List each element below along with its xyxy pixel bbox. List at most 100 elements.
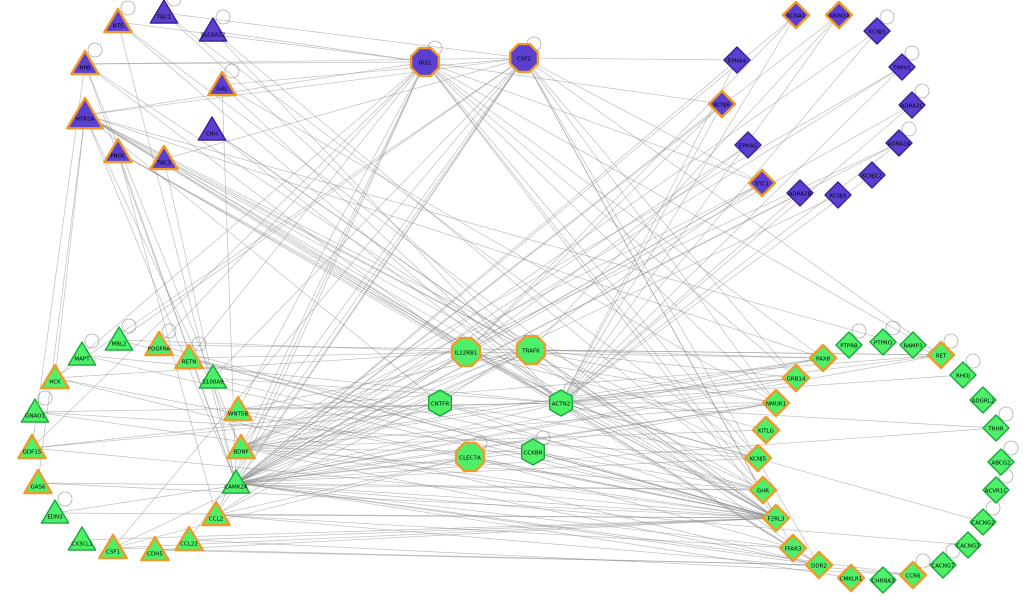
node-ABCG2[interactable]: ABCG2 (987, 448, 1015, 476)
diamond-shape-EPHA5 (734, 131, 762, 159)
node-PDGFRA[interactable]: PDGFRA (144, 330, 174, 357)
node-GNAO1[interactable]: GNAO1 (20, 398, 50, 423)
self-loop-RET (943, 333, 959, 349)
node-RET[interactable]: RET (926, 340, 956, 370)
node-MAPT[interactable]: MAPT (67, 341, 97, 366)
node-STC1[interactable]: STC1 (747, 168, 777, 198)
node-F2RL3[interactable]: F2RL3 (761, 503, 791, 533)
node-NTS[interactable]: NTS (103, 7, 133, 34)
edge-STC1-BDNF (240, 182, 763, 449)
edge-KCNJ6-CAMK2A (235, 103, 723, 484)
node-KCNJ9[interactable]: KCNJ9 (824, 181, 852, 209)
edge-CNTFR-BDNF (240, 402, 441, 449)
node-RAMP3[interactable]: RAMP3 (899, 331, 927, 359)
edge-IRS1-PAX8 (424, 61, 824, 359)
node-GAS6[interactable]: GAS6 (23, 468, 53, 495)
triangle-shape-MBL2 (104, 326, 134, 351)
edge-CAMK2A-FFAR3 (235, 482, 794, 549)
node-ADGRL2[interactable]: ADGRL2 (969, 386, 997, 414)
node-NPB[interactable]: NPB (70, 49, 100, 76)
node-TRAF6[interactable]: TRAF6 (515, 334, 547, 366)
self-loop-ABCG2 (1003, 440, 1019, 456)
node-GRIN2A[interactable]: GRIN2A (824, 0, 854, 30)
edge-TRPV1-BDNF (240, 66, 903, 449)
edge-RETN-GHR (188, 357, 764, 491)
node-CCL2[interactable]: CCL2 (201, 500, 231, 527)
node-PAX8[interactable]: PAX8 (808, 343, 838, 373)
node-ADRA2C[interactable]: ADRA2C (898, 91, 926, 119)
edge-CSF2-FFAR3 (523, 57, 794, 549)
node-ADRA2B[interactable]: ADRA2B (786, 179, 814, 207)
node-SLC6A12[interactable]: SLC6A12 (198, 17, 228, 42)
node-CLEC7A[interactable]: CLEC7A (454, 441, 486, 473)
edge-KCNA1-IL12RB1 (465, 14, 797, 353)
node-PTPRO[interactable]: PTPRO (869, 328, 897, 356)
self-loop-RETN (191, 336, 207, 352)
edge-CSF2-DDR2 (523, 57, 820, 566)
edge-IL12RB1-RETN (188, 351, 467, 359)
node-CRH[interactable]: CRH (197, 116, 227, 141)
node-EPHA5[interactable]: EPHA5 (734, 131, 762, 159)
edge-KCNJ6-IL12RB1 (465, 103, 723, 353)
node-HCK[interactable]: HCK (40, 363, 70, 390)
edge-NPB-IRS1 (84, 61, 426, 65)
node-CNTFR[interactable]: CNTFR (428, 389, 452, 417)
node-DDR2[interactable]: DDR2 (804, 550, 834, 580)
triangle-shape-CX3CL1 (67, 526, 97, 551)
edge-CSF2-STC1 (523, 57, 763, 184)
edge-CAMK2A-GRB14 (235, 377, 797, 484)
node-ACVR1C[interactable]: ACVR1C (982, 476, 1010, 504)
node-TAC1[interactable]: TAC1 (149, 0, 179, 24)
diamond-shape-RAMP3 (899, 331, 927, 359)
node-CHRNA3[interactable]: CHRNA3 (869, 566, 897, 594)
edge-HTR2A-CAMK2A (84, 114, 237, 484)
node-KCNJ12[interactable]: KCNJ12 (858, 161, 886, 189)
node-TRHR[interactable]: TRHR (982, 414, 1010, 442)
diamond-shape-KCNJ9 (824, 181, 852, 209)
edge-IL12RB1-HCK (54, 351, 467, 379)
diamond-shape-KCNJ12 (858, 161, 886, 189)
node-RHOJ[interactable]: RHOJ (949, 361, 977, 389)
node-CACNG7[interactable]: CACNG7 (929, 551, 957, 579)
node-IL12RB1[interactable]: IL12RB1 (450, 336, 482, 368)
node-CCL22[interactable]: CCL22 (174, 525, 204, 552)
diamond-shape-CACNG7 (929, 551, 957, 579)
node-CACNG2[interactable]: CACNG2 (969, 508, 997, 536)
diamond-shape-KCNJ6 (707, 89, 737, 119)
node-KITLG[interactable]: KITLG (751, 415, 781, 445)
edge-IRS1-WNT5B (237, 61, 426, 411)
edge-HTR2A-GAS6 (37, 114, 86, 484)
edge-HTR2A-BDNF (84, 114, 242, 449)
node-KCNJ3[interactable]: KCNJ3 (863, 17, 891, 45)
diamond-shape-CHRNA3 (869, 566, 897, 594)
node-MBL2[interactable]: MBL2 (104, 326, 134, 351)
edge-HTR2A-RET (84, 114, 942, 356)
node-GHR[interactable]: GHR (748, 475, 778, 505)
edge-ACTN2-CACNG2 (560, 402, 984, 523)
diamond-shape-FFAR3 (778, 533, 808, 563)
triangle-shape-CDH5 (140, 535, 170, 562)
node-PNOC[interactable]: PNOC (103, 137, 133, 164)
edge-GAS6-F2RL3 (37, 482, 777, 519)
node-CCKBR[interactable]: CCKBR (521, 438, 545, 466)
edge-PNOC-CCL2 (117, 151, 217, 516)
edge-ACTN2-TRHR (560, 402, 997, 429)
node-ADRA2A[interactable]: ADRA2A (885, 129, 913, 157)
edge-GDF15-F2RL3 (31, 447, 777, 519)
edge-TRAF6-WNT5B (237, 349, 532, 411)
node-CX3CL1[interactable]: CX3CL1 (67, 526, 97, 551)
node-ACTN2[interactable]: ACTN2 (549, 389, 573, 417)
edge-CSF2-NMUR1 (523, 57, 777, 404)
node-CCR6[interactable]: CCR6 (898, 560, 928, 590)
node-CSF2[interactable]: CSF2 (508, 42, 540, 74)
edge-ACTN2-GNAO1 (34, 402, 562, 413)
edge-STC1-CNTFR (439, 182, 763, 404)
edge-IRS1-CCL2 (215, 61, 426, 516)
edge-IL12RB1-MBL2 (118, 339, 467, 353)
edge-GRIN2A-ACTN2 (560, 14, 840, 404)
node-IRS1[interactable]: IRS1 (409, 46, 441, 78)
diamond-shape-DDR2 (804, 550, 834, 580)
node-EPHA4[interactable]: EPHA4 (723, 46, 751, 74)
